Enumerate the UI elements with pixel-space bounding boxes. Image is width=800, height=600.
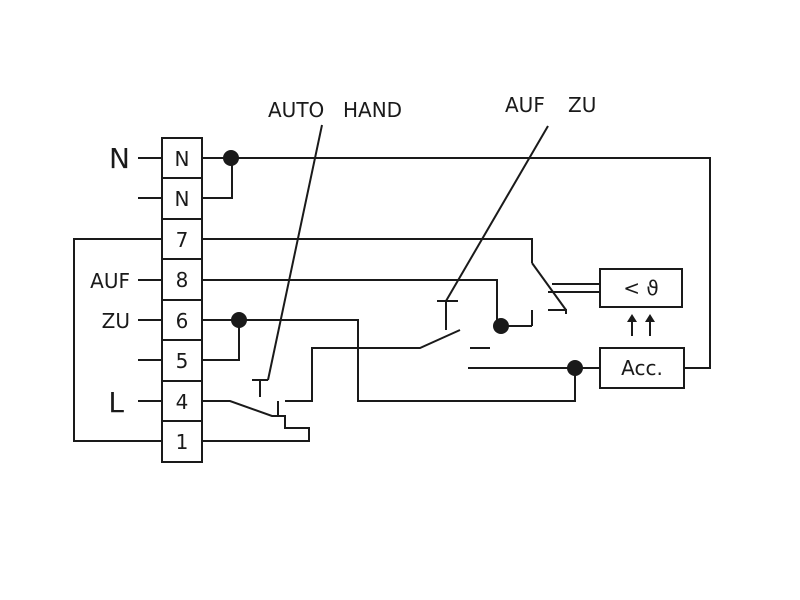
terminal-label: 4 <box>176 390 189 414</box>
neutral-wire <box>202 157 711 369</box>
switch1-right-label: HAND <box>343 98 402 122</box>
terminal-strip: N N 7 8 6 5 4 1 <box>161 137 203 463</box>
terminal-label: 6 <box>176 309 189 333</box>
loop-wire <box>73 238 162 442</box>
terminal-label: N <box>175 187 190 211</box>
thermostat-box <box>599 268 683 308</box>
wire-8 <box>202 279 498 326</box>
terminal-label: 7 <box>176 228 189 252</box>
terminal-label: N <box>175 147 190 171</box>
switch-auf-zu: AUF ZU <box>437 93 596 369</box>
accessory-box <box>599 347 685 389</box>
switch-auto-hand: AUTO HAND <box>202 98 461 442</box>
label-l: L <box>108 386 124 419</box>
bridge-5-6 <box>202 320 240 361</box>
terminal-label: 8 <box>176 268 189 292</box>
wire-6 <box>202 319 576 402</box>
switch1-left-label: AUTO <box>268 98 324 122</box>
thermostat-label: < ϑ <box>623 276 659 300</box>
pointer-line <box>445 125 549 302</box>
junction-dot <box>231 312 247 328</box>
pointer-line <box>267 124 323 381</box>
arrow-icons <box>627 314 655 336</box>
junction-dot <box>223 150 239 166</box>
switch2-right-label: ZU <box>568 93 596 117</box>
left-labels: N AUF ZU L <box>90 142 162 419</box>
label-n: N <box>109 142 130 175</box>
label-zu: ZU <box>102 309 130 333</box>
switch2-left-label: AUF <box>505 93 545 117</box>
neutral-bridge <box>202 158 233 199</box>
wire-7 <box>202 238 533 263</box>
terminal-label: 5 <box>176 349 189 373</box>
label-auf: AUF <box>90 269 130 293</box>
junction-dot <box>493 318 509 334</box>
terminal-label: 1 <box>176 430 189 454</box>
accessory-label: Acc. <box>621 356 663 380</box>
